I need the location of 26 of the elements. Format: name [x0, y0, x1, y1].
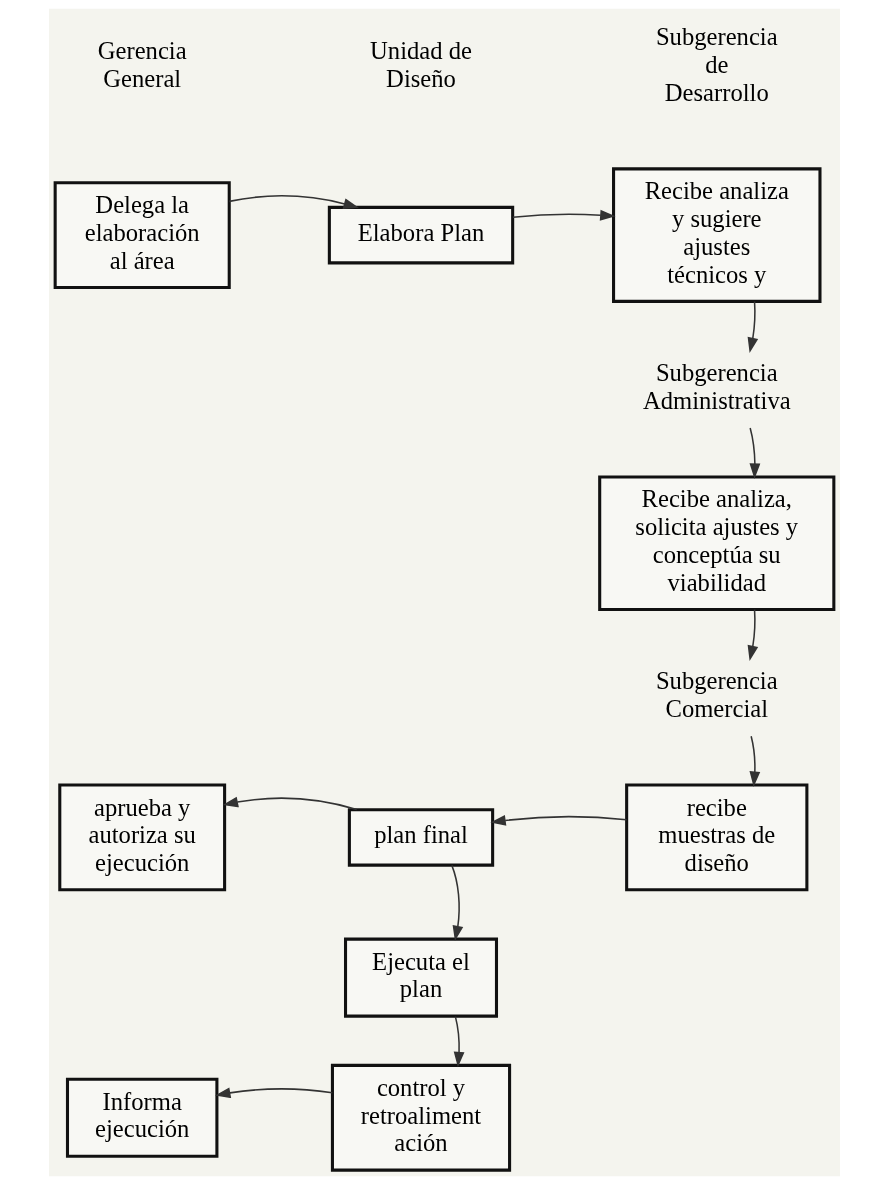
- arrow: [748, 427, 760, 479]
- node-box: Informa ejecución: [65, 1077, 218, 1158]
- node-box: recibe muestras de diseño: [624, 783, 808, 892]
- arrow: [214, 1087, 333, 1099]
- label: Gerencia General: [97, 37, 187, 92]
- label: Unidad de Diseño: [369, 37, 472, 92]
- arrow: [450, 864, 463, 942]
- arrow: [511, 209, 616, 221]
- arrow: [228, 195, 359, 209]
- node-box: plan final: [347, 808, 494, 867]
- arrow: [747, 300, 758, 353]
- node-box: Recibe analiza, solicita ajustes y conceptúa su viabilidad: [597, 475, 835, 611]
- node-box: Recibe analiza y sugiere ajustes técnicos y: [611, 167, 821, 303]
- node-box: Elabora Plan: [327, 205, 514, 265]
- arrow: [453, 1015, 464, 1068]
- label: Subgerencia de Desarrollo: [655, 23, 778, 106]
- arrow: [747, 608, 758, 661]
- node-box: control y retroaliment ación: [330, 1063, 511, 1172]
- arrow: [489, 815, 627, 826]
- arrow: [748, 735, 760, 787]
- node-text: Subgerencia Comercial: [655, 667, 778, 722]
- node-box: aprueba y autoriza su ejecución: [57, 783, 226, 892]
- node-box: Ejecuta el plan: [343, 937, 498, 1018]
- node-text: Subgerencia Administrativa: [642, 359, 791, 414]
- node-box: Delega la elaboración al área: [53, 181, 231, 290]
- arrow: [222, 796, 357, 811]
